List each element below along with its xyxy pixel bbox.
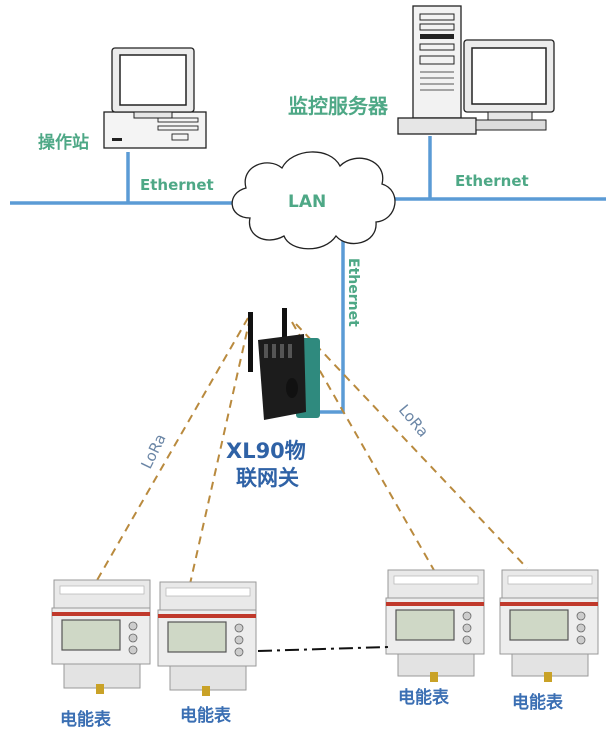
ethernet-label-right: Ethernet [455, 172, 529, 190]
lan-cloud [231, 151, 396, 250]
meter-4-label: 电能表 [512, 693, 563, 713]
meter-3 [385, 569, 485, 682]
meter-2-label: 电能表 [180, 706, 231, 726]
lora-link-meter-1 [95, 317, 249, 583]
lora-label-right: LoRa [395, 401, 432, 441]
meter-1-label: 电能表 [60, 710, 111, 730]
meter-2 [157, 581, 257, 696]
ethernet-label-vertical: Ethernet [345, 258, 361, 327]
meter-4 [499, 569, 599, 682]
meter-1 [51, 579, 151, 694]
gateway-label-line2: 联网关 [236, 466, 299, 490]
gateway-label-line1: XL90物 [226, 439, 306, 463]
operator-station-label: 操作站 [38, 133, 89, 153]
lan-label: LAN [288, 192, 327, 212]
ethernet-label-left: Ethernet [140, 176, 214, 194]
lora-link-meter-2 [189, 317, 251, 585]
meter-3-label: 电能表 [398, 688, 449, 708]
monitor-server [397, 5, 555, 135]
lora-link-meter-4 [295, 323, 528, 569]
operator-workstation [103, 47, 207, 149]
meter-bus-line [257, 646, 389, 652]
gateway-device [248, 308, 320, 420]
monitor-server-label: 监控服务器 [288, 94, 388, 118]
lora-label-left: LoRa [137, 431, 169, 472]
